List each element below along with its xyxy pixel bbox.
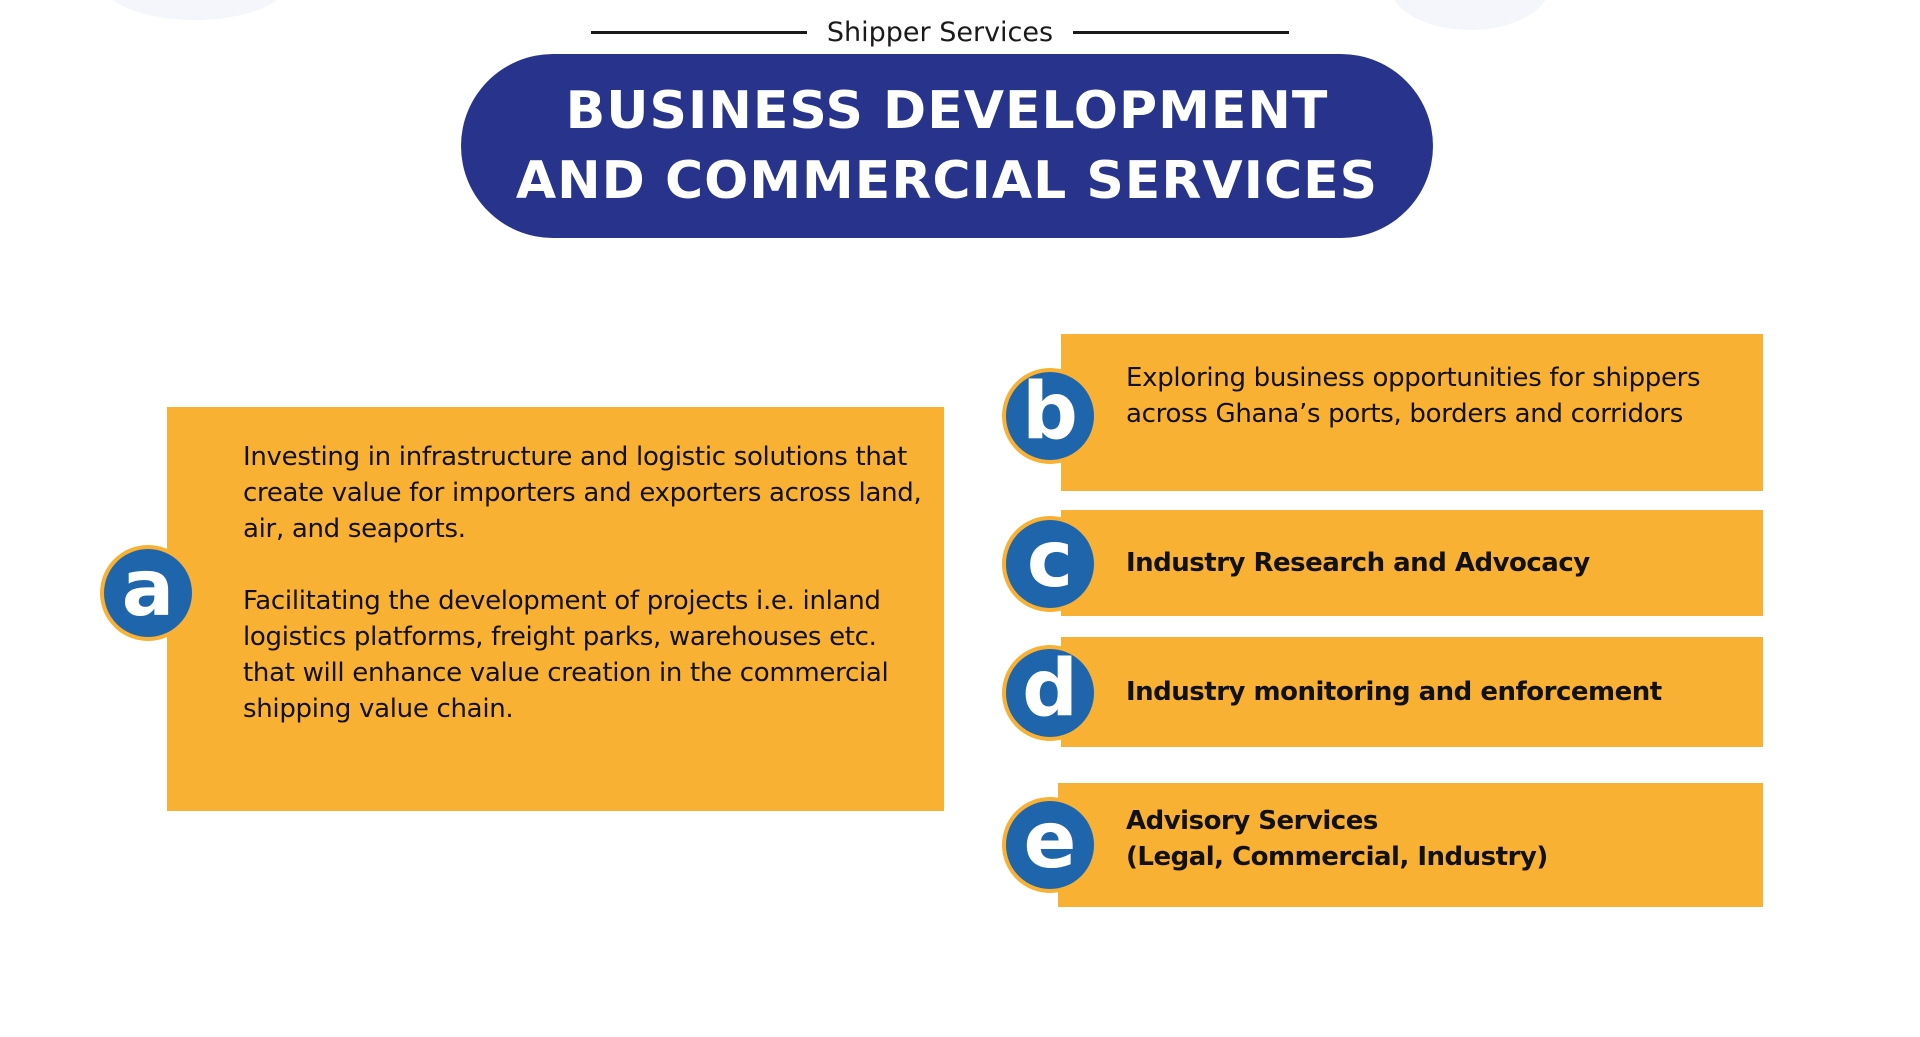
letter-badge-a: a [100,545,196,641]
service-box-b: Exploring business opportunities for shi… [1061,334,1763,491]
service-box-c: Industry Research and Advocacy [1061,510,1763,616]
subtitle-rule-left [590,30,807,34]
badge-letter-e: e [1023,796,1077,886]
subtitle-row: Shipper Services [570,10,1310,54]
title-banner: BUSINESS DEVELOPMENT AND COMMERCIAL SERV… [461,54,1433,238]
badge-letter-d: d [1022,644,1078,734]
background-decoration-right [1390,0,1550,30]
background-decoration-left [100,0,290,20]
letter-badge-c: c [1002,516,1098,612]
service-b-text: Exploring business opportunities for shi… [1126,363,1701,429]
title-line-2: AND COMMERCIAL SERVICES [515,151,1379,211]
letter-badge-d: d [1002,645,1098,741]
subtitle-rule-right [1073,30,1290,34]
service-box-e: Advisory Services (Legal, Commercial, In… [1058,783,1763,907]
service-e-line-2: (Legal, Commercial, Industry) [1126,842,1548,872]
letter-badge-e: e [1002,797,1098,893]
service-box-a: Investing in infrastructure and logistic… [167,407,944,811]
badge-letter-a: a [121,544,175,634]
service-d-text: Industry monitoring and enforcement [1126,677,1662,707]
service-box-d: Industry monitoring and enforcement [1061,637,1763,747]
letter-badge-b: b [1002,368,1098,464]
service-c-text: Industry Research and Advocacy [1126,548,1590,578]
service-a-paragraph-1: Investing in infrastructure and logistic… [243,442,922,544]
badge-letter-b: b [1022,367,1078,457]
service-e-line-1: Advisory Services [1126,806,1378,836]
title-line-1: BUSINESS DEVELOPMENT [565,81,1329,141]
subtitle: Shipper Services [826,16,1054,48]
service-a-paragraph-2: Facilitating the development of projects… [243,586,889,724]
badge-letter-c: c [1026,515,1074,605]
